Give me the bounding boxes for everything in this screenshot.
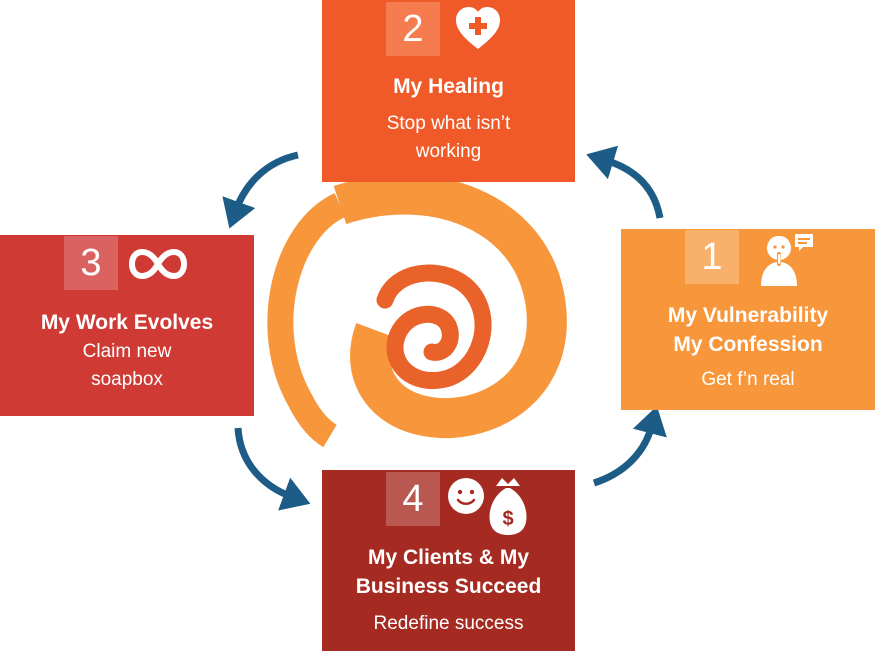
spiral-inner (376, 264, 492, 390)
step-number: 1 (685, 230, 739, 284)
infinity-icon (128, 248, 188, 284)
arrow-2-to-3 (222, 151, 299, 229)
step-subtitle: Claim new soapbox (0, 338, 254, 394)
arrow-4-to-1 (592, 406, 667, 487)
subtitle-line: working (415, 141, 482, 162)
step-work-box: 3 My Work Evolves Claim new soapbox (0, 235, 254, 416)
title-line: My Confession (673, 333, 823, 356)
step-title: My Work Evolves (40, 311, 214, 334)
step-title: My Clients & My Business Succeed (322, 543, 575, 601)
step-subtitle: Get f’n real (701, 369, 795, 390)
title-line: Business Succeed (355, 575, 542, 598)
step-subtitle: Redefine success (373, 613, 524, 634)
step-vulnerability-box: 1 My Vulnerability My Confession Get f’n… (621, 229, 875, 410)
title-line: My Vulnerability (667, 304, 829, 327)
step-title: My Vulnerability My Confession (621, 301, 875, 359)
step-clients-box: 4 $ My Clients & My Business Succeed Red… (322, 470, 575, 651)
step-healing-box: 2 My Healing Stop what isn’t working (322, 0, 575, 182)
arrow-1-to-2 (586, 145, 664, 219)
step-title: My Healing (393, 75, 504, 98)
subtitle-line: Stop what isn’t (386, 113, 511, 134)
step-number: 4 (386, 472, 440, 526)
title-line: My Clients & My (367, 546, 530, 569)
subtitle-line: Claim new (82, 341, 172, 362)
spiral-outer-arm (333, 174, 567, 439)
step-subtitle: Stop what isn’t working (322, 110, 575, 166)
arrow-3-to-4 (234, 427, 311, 511)
step-number: 3 (64, 236, 118, 290)
heart-plus-icon (454, 6, 502, 57)
person-shush-speech-icon (759, 232, 815, 291)
smiley-money-bag-icon: $ (446, 474, 530, 541)
svg-text:$: $ (502, 508, 513, 530)
step-number: 2 (386, 2, 440, 56)
spiral-tail (267, 193, 347, 448)
subtitle-line: soapbox (91, 369, 163, 390)
